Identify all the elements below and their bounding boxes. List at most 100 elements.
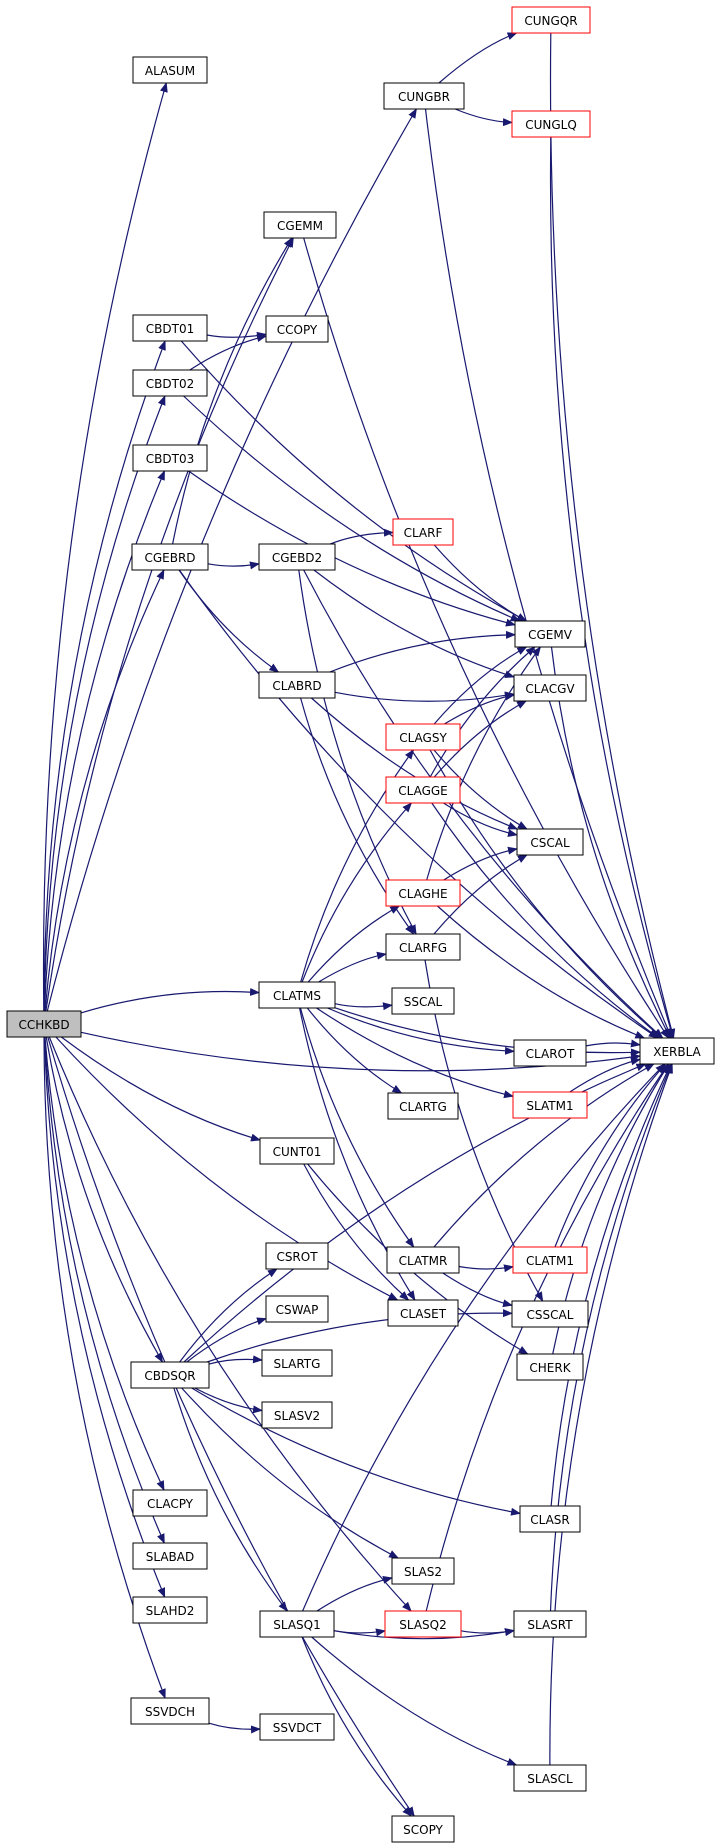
node-box xyxy=(132,444,208,472)
node-slasq1[interactable]: SLASQ1 xyxy=(259,1610,335,1638)
node-clabrd[interactable]: CLABRD xyxy=(258,671,336,699)
node-cgemm[interactable]: CGEMM xyxy=(263,211,337,239)
node-label: CHERK xyxy=(529,1361,571,1375)
node-box xyxy=(385,723,461,751)
node-label: CLAGHE xyxy=(398,887,447,901)
node-alasum[interactable]: ALASUM xyxy=(132,56,208,84)
node-box xyxy=(261,1349,333,1377)
node-slascl[interactable]: SLASCL xyxy=(513,1764,587,1792)
node-box xyxy=(261,1401,333,1429)
edge-clatms-to-sscal xyxy=(334,1002,393,1011)
node-slabad[interactable]: SLABAD xyxy=(132,1542,208,1570)
node-label: ALASUM xyxy=(145,64,195,78)
node-claset[interactable]: CLASET xyxy=(387,1299,459,1327)
node-ssvdch[interactable]: SSVDCH xyxy=(130,1697,210,1725)
node-clagsy[interactable]: CLAGSY xyxy=(385,723,461,751)
node-cbdt03[interactable]: CBDT03 xyxy=(132,444,208,472)
node-slartg[interactable]: SLARTG xyxy=(261,1349,333,1377)
node-clacgv[interactable]: CLACGV xyxy=(513,674,587,702)
edge-clabrd-to-clacgv xyxy=(334,691,515,702)
edge-slatm1-to-xerbla xyxy=(569,1057,641,1093)
edge-ssvdch-to-ssvdct xyxy=(208,1722,261,1734)
node-box xyxy=(131,543,209,571)
node-label: CUNGQR xyxy=(524,14,577,28)
node-clatmr[interactable]: CLATMR xyxy=(386,1246,460,1274)
node-claghe[interactable]: CLAGHE xyxy=(385,879,461,907)
node-clatm1[interactable]: CLATM1 xyxy=(512,1246,588,1274)
node-ssvdct[interactable]: SSVDCT xyxy=(259,1713,335,1741)
edge-claghe-to-xerbla xyxy=(436,905,646,1039)
node-clarot[interactable]: CLAROT xyxy=(513,1039,587,1067)
node-cgemv[interactable]: CGEMV xyxy=(514,620,586,648)
edge-cchkbd-to-cbdt02 xyxy=(43,395,166,1012)
edge-cchkbd-to-cunt01 xyxy=(60,1036,261,1142)
node-label: CGEMM xyxy=(277,219,323,233)
node-slasq2[interactable]: SLASQ2 xyxy=(384,1610,462,1638)
node-cungqr[interactable]: CUNGQR xyxy=(511,6,591,34)
node-ccopy[interactable]: CCOPY xyxy=(265,315,329,343)
node-label: CLATMS xyxy=(273,989,321,1003)
node-cbdt02[interactable]: CBDT02 xyxy=(132,369,208,397)
edge-cchkbd-to-cbdt03 xyxy=(43,470,166,1012)
edge-clatmr-to-xerbla xyxy=(433,1063,655,1248)
edge-clatm1-to-xerbla xyxy=(554,1063,667,1248)
edge-clagge-to-xerbla xyxy=(431,802,660,1039)
edge-clatms-to-clarfg xyxy=(318,951,387,983)
node-cgebd2[interactable]: CGEBD2 xyxy=(258,543,336,571)
node-scopy[interactable]: SCOPY xyxy=(391,1815,455,1843)
node-slatm1[interactable]: SLATM1 xyxy=(512,1091,588,1119)
node-clartg[interactable]: CLARTG xyxy=(387,1092,459,1120)
node-label: CLARTG xyxy=(399,1100,447,1114)
edge-cbdsqr-to-cswap xyxy=(186,1317,267,1363)
node-xerbla[interactable]: XERBLA xyxy=(639,1037,715,1065)
node-label: SLASRT xyxy=(527,1618,573,1632)
node-clacpy[interactable]: CLACPY xyxy=(132,1489,208,1517)
node-cunglq[interactable]: CUNGLQ xyxy=(511,110,591,138)
node-slas2[interactable]: SLAS2 xyxy=(391,1557,455,1585)
node-cswap[interactable]: CSWAP xyxy=(265,1295,329,1323)
node-box xyxy=(265,315,329,343)
node-box xyxy=(132,369,208,397)
node-clarf[interactable]: CLARF xyxy=(392,518,454,546)
edge-cbdt02-to-ccopy xyxy=(189,334,267,371)
edge-cgemv-to-xerbla xyxy=(550,646,671,1039)
node-label: CLACGV xyxy=(525,682,575,696)
node-box xyxy=(259,1137,335,1165)
node-label: CLARF xyxy=(404,526,443,540)
node-slasrt[interactable]: SLASRT xyxy=(513,1610,587,1638)
node-cungbr[interactable]: CUNGBR xyxy=(383,82,465,110)
node-clagge[interactable]: CLAGGE xyxy=(385,776,461,804)
node-slahd2[interactable]: SLAHD2 xyxy=(132,1596,208,1624)
node-csrot[interactable]: CSROT xyxy=(265,1242,329,1270)
node-box xyxy=(385,879,461,907)
node-slasv2[interactable]: SLASV2 xyxy=(261,1401,333,1429)
node-cscal[interactable]: CSCAL xyxy=(516,828,584,856)
node-cunt01[interactable]: CUNT01 xyxy=(259,1137,335,1165)
node-box xyxy=(387,1299,459,1327)
edge-cchkbd-to-clatms xyxy=(80,988,260,1014)
node-clarfg[interactable]: CLARFG xyxy=(385,933,461,961)
node-cgebrd[interactable]: CGEBRD xyxy=(131,543,209,571)
node-clasr[interactable]: CLASR xyxy=(519,1505,581,1533)
node-cherk[interactable]: CHERK xyxy=(516,1353,584,1381)
node-label: SLAHD2 xyxy=(146,1604,195,1618)
edge-cbdsqr-to-csscal xyxy=(206,1309,513,1363)
node-box xyxy=(383,82,465,110)
edge-clagsy-to-cscal xyxy=(433,749,528,830)
node-label: CSSCAL xyxy=(527,1308,574,1322)
edge-cgebd2-to-clacgv xyxy=(313,569,515,679)
node-box xyxy=(265,1242,329,1270)
node-label: CSCAL xyxy=(530,836,570,850)
node-cchkbd[interactable]: CCHKBD xyxy=(6,1010,82,1038)
node-cbdsqr[interactable]: CBDSQR xyxy=(130,1361,210,1389)
node-cbdt01[interactable]: CBDT01 xyxy=(132,314,208,342)
edge-cbdsqr-to-slasq1 xyxy=(173,1387,288,1612)
node-label: CGEBRD xyxy=(144,551,195,565)
node-box xyxy=(516,1353,584,1381)
node-clatms[interactable]: CLATMS xyxy=(258,981,336,1009)
node-sscal[interactable]: SSCAL xyxy=(391,987,455,1015)
edge-clarfg-to-cscal xyxy=(433,854,528,935)
edge-claghe-to-cgemv xyxy=(426,646,541,881)
node-csscal[interactable]: CSSCAL xyxy=(511,1300,589,1328)
edge-cgebd2-to-xerbla xyxy=(303,569,664,1039)
